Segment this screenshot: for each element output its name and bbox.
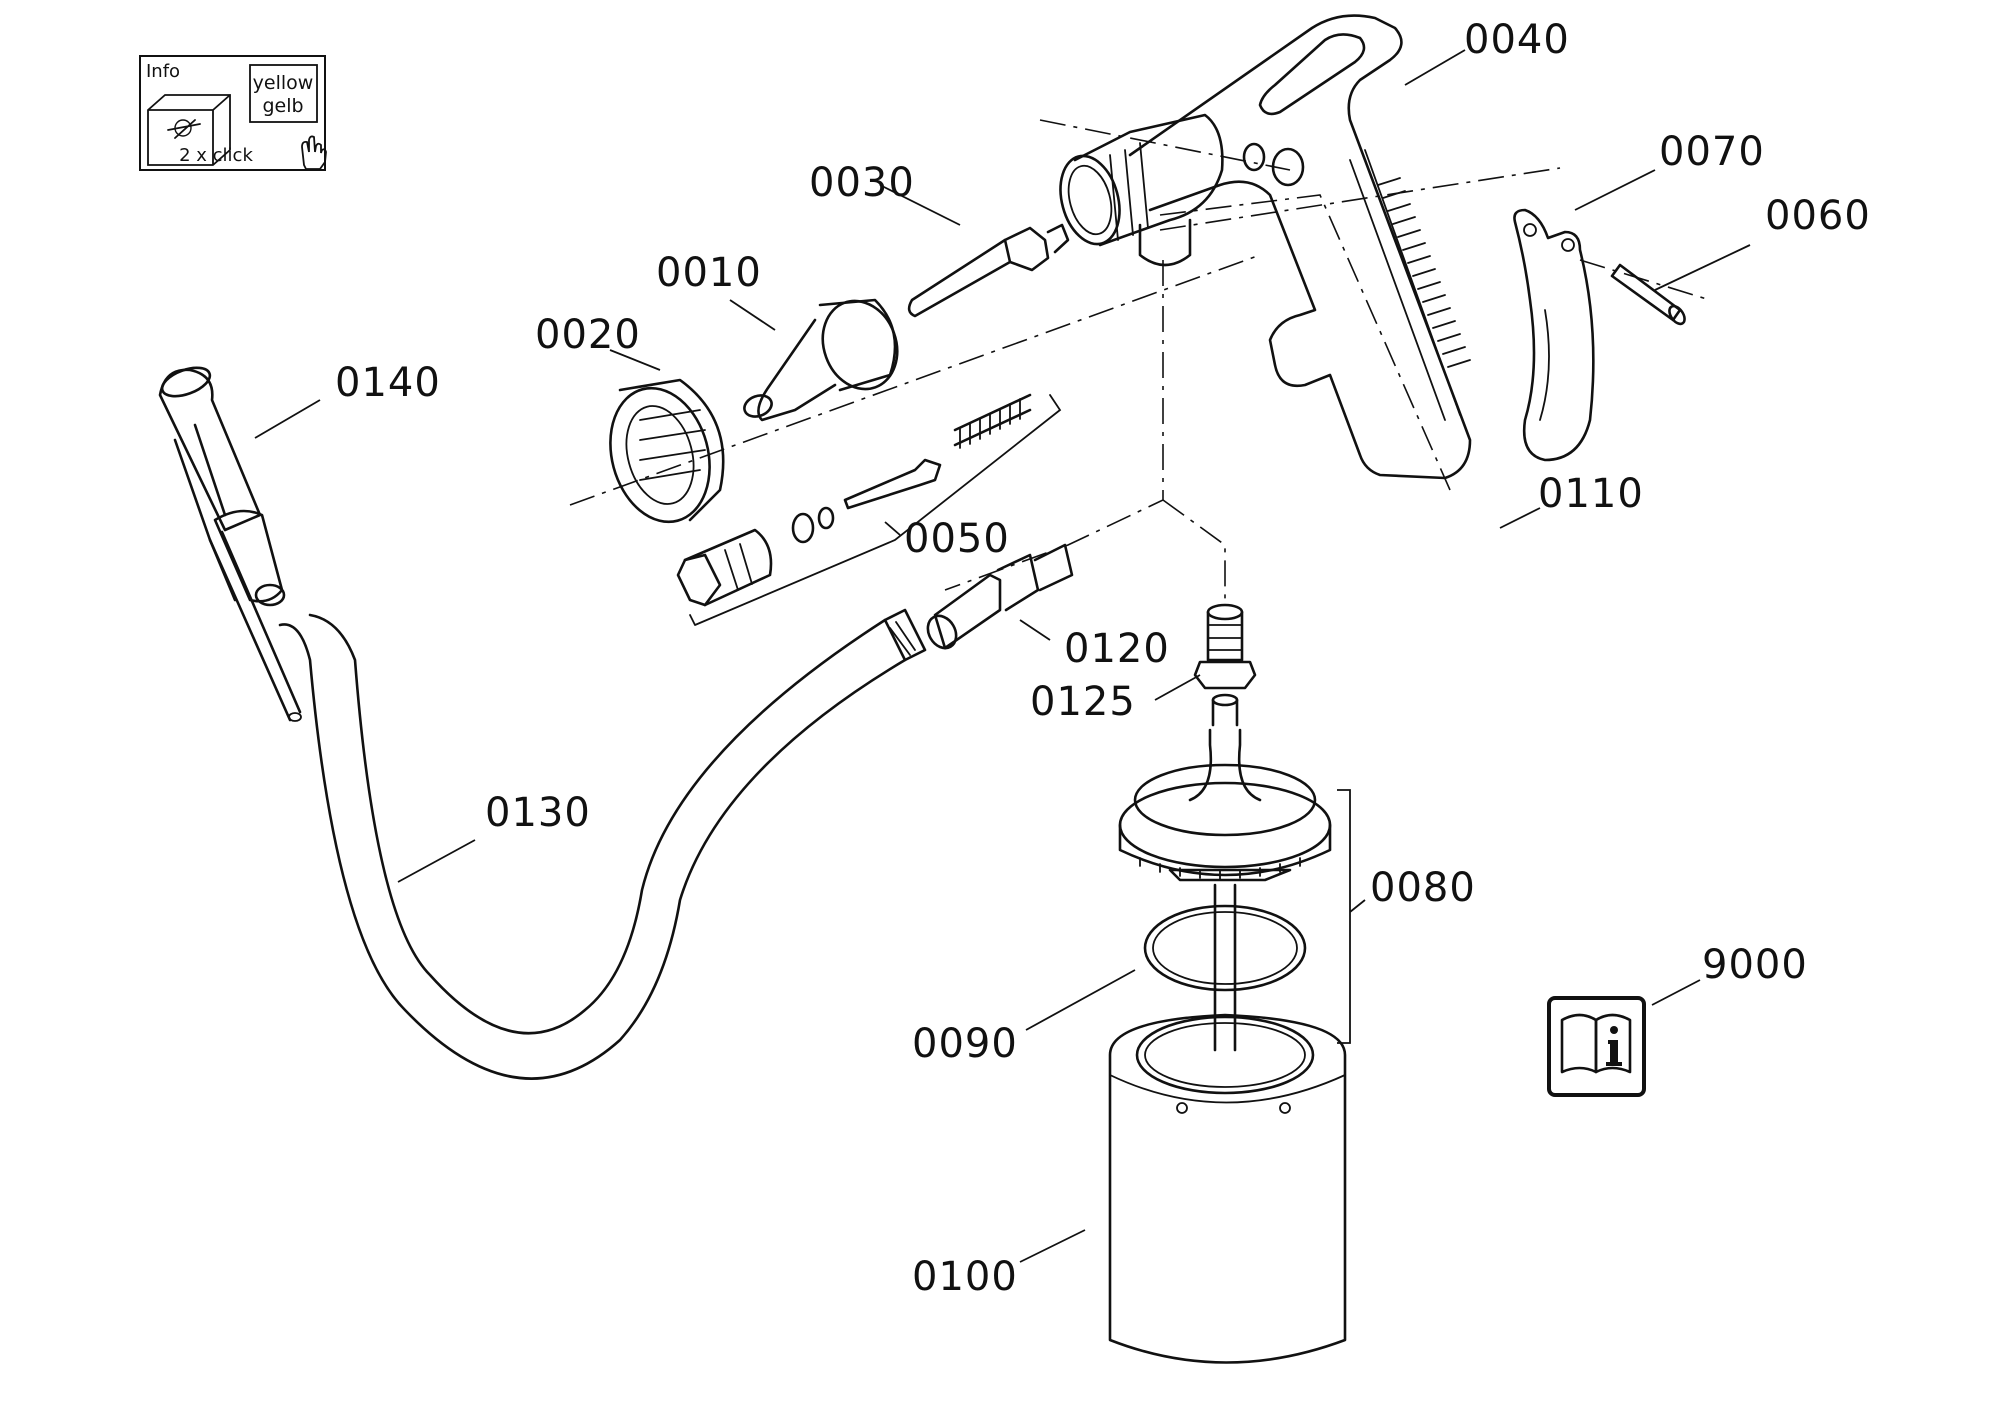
part-label-0140[interactable]: 0140: [335, 360, 441, 406]
nozzle: [907, 223, 1070, 318]
hand-pointer-icon: [301, 135, 327, 170]
part-label-0010[interactable]: 0010: [656, 250, 762, 296]
swatch-label-de: gelb: [262, 95, 303, 117]
part-label-0100[interactable]: 0100: [912, 1254, 1018, 1300]
leader-lines: [254, 49, 1751, 1263]
part-label-0130[interactable]: 0130: [485, 790, 591, 836]
part-label-0050[interactable]: 0050: [904, 516, 1010, 562]
part-labels: 0040 0070 0060 0030 0010 0020 0140 0050 …: [335, 17, 1871, 1300]
trigger: [1513, 208, 1595, 462]
suction-nipple: [1193, 603, 1257, 690]
swatch-label-en: yellow: [253, 72, 314, 94]
info-box-title: Info: [146, 61, 180, 82]
part-label-0080[interactable]: 0080: [1370, 865, 1476, 911]
part-label-0040[interactable]: 0040: [1464, 17, 1570, 63]
info-box-thumbnail: [147, 94, 231, 166]
needle-set: [676, 393, 1062, 626]
part-label-9000[interactable]: 9000: [1702, 942, 1808, 988]
part-label-0110[interactable]: 0110: [1538, 471, 1644, 517]
part-label-0090[interactable]: 0090: [912, 1021, 1018, 1067]
pin: [1610, 263, 1686, 326]
yellow-swatch: [249, 64, 318, 123]
part-label-0120[interactable]: 0120: [1064, 626, 1170, 672]
part-label-0070[interactable]: 0070: [1659, 129, 1765, 175]
suction-tube: [158, 366, 302, 722]
retaining-ring: [609, 378, 725, 524]
assembly-axes: [569, 119, 1711, 600]
info-box-hint: 2 x click: [179, 145, 253, 166]
hose-connector: [926, 543, 1074, 650]
air-cap: [743, 298, 899, 422]
part-label-0030[interactable]: 0030: [809, 160, 915, 206]
part-label-0020[interactable]: 0020: [535, 312, 641, 358]
info-box[interactable]: Info yellow gelb 2 x click: [139, 55, 327, 171]
cup-lid: [1118, 693, 1332, 1052]
suction-hose: [278, 608, 927, 1080]
gasket-ring: [1143, 904, 1307, 992]
grip-ribs: [1377, 177, 1471, 368]
part-label-0125[interactable]: 0125: [1030, 679, 1136, 725]
gun-body: [1059, 14, 1472, 480]
book-info-icon[interactable]: [1547, 996, 1646, 1097]
part-label-0060[interactable]: 0060: [1765, 193, 1871, 239]
paint-cup: [1108, 1013, 1347, 1364]
